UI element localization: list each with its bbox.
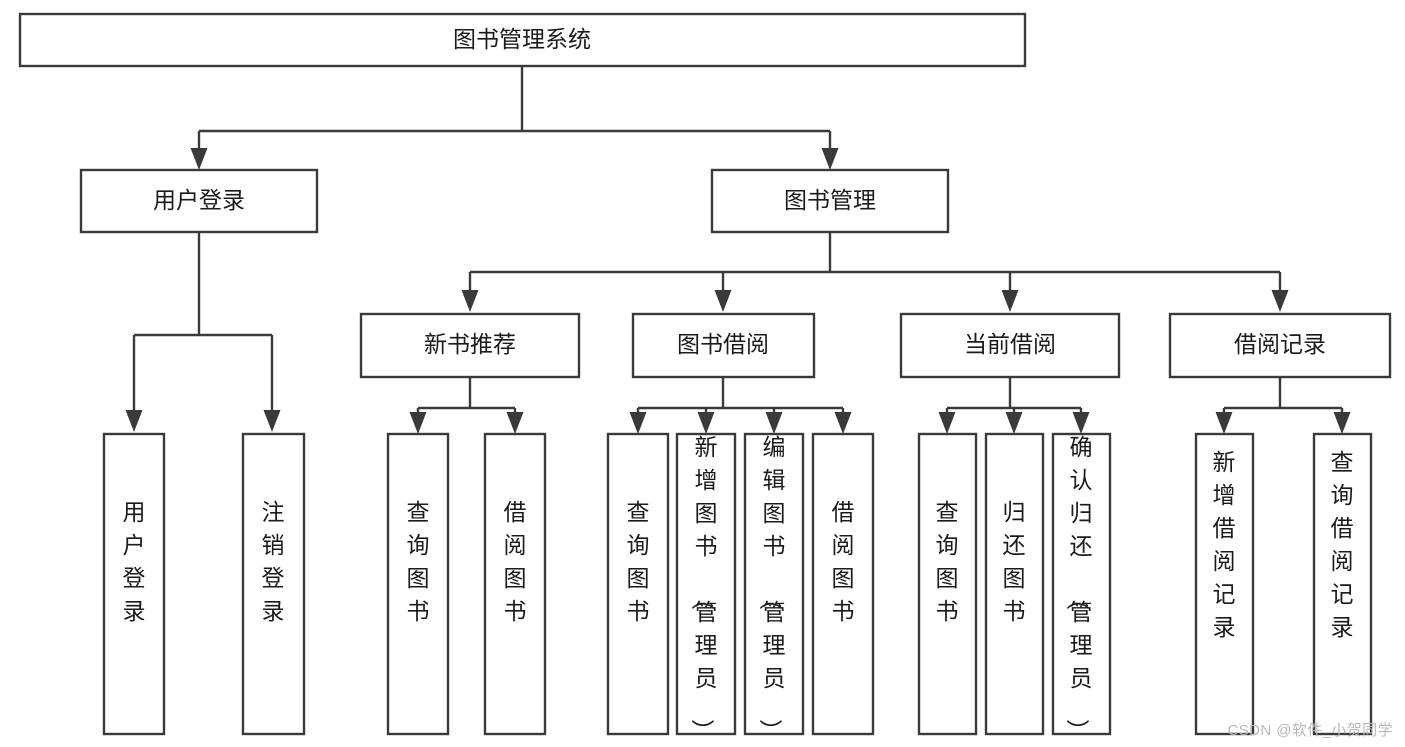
node-current-borrow-box[interactable] <box>899 312 1121 379</box>
node-book-borrow-box[interactable] <box>631 312 816 379</box>
leaf-query-book-2-label: 查询图书 <box>627 499 650 624</box>
node-borrow-record[interactable]: 借阅记录 <box>1168 312 1392 379</box>
leaf-borrow-book-1-label: 借阅图书 <box>504 499 527 624</box>
leaf-return-book[interactable]: 归还图书 <box>984 432 1045 736</box>
leaf-logout[interactable]: 注销登录 <box>241 432 306 736</box>
leaf-return-book-label: 归还图书 <box>1003 499 1026 624</box>
leaf-query-book-3-box[interactable] <box>917 432 978 736</box>
node-book-borrow[interactable]: 图书借阅 <box>631 312 816 379</box>
leaf-query-book-2[interactable]: 查询图书 <box>606 432 670 736</box>
arrow-to-book-manage <box>821 148 839 170</box>
leaf-borrow-book-1-box[interactable] <box>483 432 547 736</box>
node-new-book-recommend[interactable]: 新书推荐 <box>359 312 581 379</box>
connector-bookmanage-to-level2 <box>468 232 1282 290</box>
leaf-add-record-label: 新增借阅记录 <box>1213 449 1236 640</box>
leaf-query-book-1-label: 查询图书 <box>407 499 430 624</box>
leaf-query-book-3[interactable]: 查询图书 <box>917 432 978 736</box>
arrow-to-leaf-query-book-1 <box>409 412 427 434</box>
csdn-watermark: CSDN @软件_小贺同学 <box>1227 722 1393 739</box>
connector-borrowrecord-to-leaves <box>1222 377 1344 414</box>
leaf-query-book-3-label: 查询图书 <box>936 499 959 624</box>
leaf-user-login[interactable]: 用户登录 <box>102 432 166 736</box>
leaf-edit-book-label: 编辑图书（管理员） <box>758 434 786 742</box>
node-borrow-record-box[interactable] <box>1168 312 1392 379</box>
node-user-login-label: 用户登录 <box>153 187 245 213</box>
leaf-query-record-box[interactable] <box>1312 432 1373 736</box>
connector-layer <box>125 66 1351 434</box>
arrow-to-leaf-edit-book <box>765 412 783 434</box>
leaf-user-login-box[interactable] <box>102 432 166 736</box>
leaf-add-book-box[interactable] <box>675 432 737 736</box>
node-root-box[interactable] <box>18 12 1027 68</box>
leaf-edit-book-box[interactable] <box>743 432 805 736</box>
leaf-edit-book[interactable]: 编辑图书（管理员） <box>743 432 805 742</box>
arrow-to-leaf-logout <box>263 410 281 432</box>
connector-userlogin-to-leaves <box>132 232 274 410</box>
leaf-logout-label: 注销登录 <box>262 499 285 624</box>
arrow-to-new-book-recommend <box>461 290 479 312</box>
leaf-logout-box[interactable] <box>241 432 306 736</box>
leaf-query-book-1[interactable]: 查询图书 <box>386 432 450 736</box>
arrow-to-leaf-add-record <box>1215 412 1233 434</box>
arrow-to-borrow-record <box>1271 290 1289 312</box>
leaf-borrow-book-2-box[interactable] <box>811 432 875 736</box>
node-new-book-recommend-box[interactable] <box>359 312 581 379</box>
arrow-to-leaf-return-book <box>1005 412 1023 434</box>
leaf-add-book-label: 新增图书（管理员） <box>690 434 718 742</box>
connector-currentborrow-to-leaves <box>945 377 1083 414</box>
node-current-borrow-label: 当前借阅 <box>964 331 1056 357</box>
leaf-return-book-box[interactable] <box>984 432 1045 736</box>
node-book-borrow-label: 图书借阅 <box>677 331 769 357</box>
arrow-to-leaf-query-record <box>1333 412 1351 434</box>
leaf-add-record-box[interactable] <box>1194 432 1255 736</box>
leaf-confirm-return[interactable]: 确认归还（管理员） <box>1051 432 1112 742</box>
node-book-manage-box[interactable] <box>710 168 950 234</box>
node-book-manage[interactable]: 图书管理 <box>710 168 950 234</box>
arrow-to-leaf-borrow-book-2 <box>834 412 852 434</box>
node-user-login-box[interactable] <box>79 168 319 234</box>
node-book-manage-label: 图书管理 <box>784 187 876 213</box>
leaf-query-record-label: 查询借阅记录 <box>1331 449 1354 640</box>
arrow-to-leaf-query-book-3 <box>938 412 956 434</box>
connector-root-to-level1 <box>197 66 832 148</box>
arrow-to-leaf-query-book-2 <box>629 412 647 434</box>
arrow-to-book-borrow <box>714 290 732 312</box>
node-new-book-recommend-label: 新书推荐 <box>424 331 516 357</box>
node-borrow-record-label: 借阅记录 <box>1234 331 1326 357</box>
arrow-to-user-login <box>190 148 208 170</box>
arrow-to-leaf-add-book <box>697 412 715 434</box>
leaf-add-record[interactable]: 新增借阅记录 <box>1194 432 1255 736</box>
connector-newbook-to-leaves <box>416 377 517 414</box>
leaf-borrow-book-2-label: 借阅图书 <box>832 499 855 624</box>
leaf-query-book-1-box[interactable] <box>386 432 450 736</box>
leaf-query-record[interactable]: 查询借阅记录 <box>1312 432 1373 736</box>
leaf-add-book[interactable]: 新增图书（管理员） <box>675 432 737 742</box>
node-user-login[interactable]: 用户登录 <box>79 168 319 234</box>
node-root-label: 图书管理系统 <box>453 26 591 52</box>
leaf-user-login-label: 用户登录 <box>123 499 146 624</box>
arrow-to-leaf-confirm-return <box>1072 412 1090 434</box>
arrow-to-leaf-user-login <box>125 410 143 432</box>
arrow-to-leaf-borrow-book-1 <box>506 412 524 434</box>
arrow-to-current-borrow <box>1001 290 1019 312</box>
leaf-borrow-book-2[interactable]: 借阅图书 <box>811 432 875 736</box>
leaf-confirm-return-box[interactable] <box>1051 432 1112 736</box>
leaf-borrow-book-1[interactable]: 借阅图书 <box>483 432 547 736</box>
node-root[interactable]: 图书管理系统 <box>18 12 1027 68</box>
connector-bookborrow-to-leaves <box>636 377 845 414</box>
node-current-borrow[interactable]: 当前借阅 <box>899 312 1121 379</box>
leaf-confirm-return-label: 确认归还（管理员） <box>1065 434 1093 742</box>
leaf-query-book-2-box[interactable] <box>606 432 670 736</box>
